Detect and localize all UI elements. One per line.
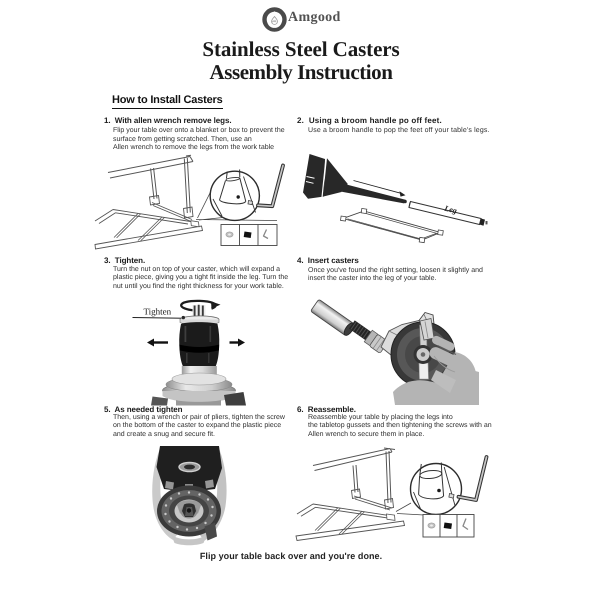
svg-text:Tighten: Tighten [144, 307, 172, 317]
svg-text:Leg: Leg [443, 203, 458, 215]
